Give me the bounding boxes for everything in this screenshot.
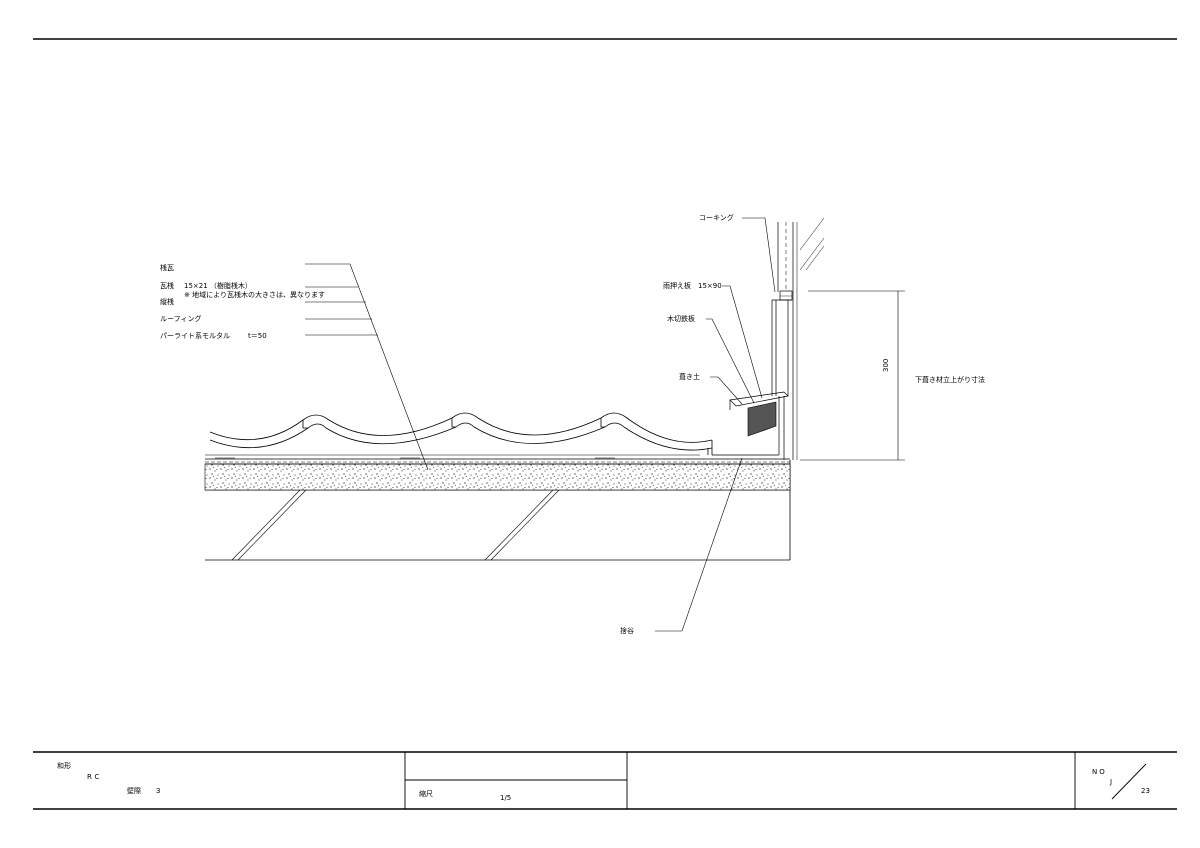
- mortar-layer: [204, 463, 791, 491]
- label-mortar: パーライト系モルタル: [160, 332, 230, 340]
- leader-lines: [305, 217, 776, 632]
- roofing-layers: [205, 454, 790, 465]
- label-counter-batten: 縦桟: [160, 298, 174, 306]
- title-no-label: NO: [1092, 768, 1107, 776]
- title-scale-label: 縮尺: [419, 790, 433, 798]
- label-rain-board: 雨押え板: [663, 282, 691, 290]
- title-structure: RC: [87, 773, 103, 781]
- title-scale-value: 1/5: [500, 794, 512, 802]
- label-fill-soil: 葺き土: [679, 373, 700, 381]
- title-type: 和形: [57, 762, 71, 770]
- dimension-note: 下葺き材立上がり寸法: [915, 376, 985, 384]
- label-tile-type: 桟瓦: [160, 264, 174, 272]
- title-series: J: [1110, 778, 1113, 786]
- label-batten-size: 15×21 （樹脂桟木）: [184, 282, 252, 290]
- label-roofing: ルーフィング: [160, 315, 202, 323]
- title-block-frame: [33, 751, 1177, 810]
- label-batten: 瓦桟: [160, 282, 174, 290]
- wall-flashing: [712, 217, 825, 460]
- title-detail-no: 3: [156, 787, 161, 795]
- label-mortar-thickness: t＝50: [248, 332, 267, 340]
- dimension-value: 300: [882, 358, 890, 372]
- roof-tiles: [209, 412, 713, 455]
- fill-soil: [747, 401, 777, 437]
- title-detail-label: 壁際: [127, 787, 141, 795]
- label-caulking: コーキング: [699, 214, 734, 222]
- label-rain-board-size: 15×90: [698, 282, 722, 290]
- title-sheet-no: 23: [1141, 787, 1150, 795]
- label-batten-note: ※ 地域により瓦桟木の大きさは、異なります: [184, 291, 325, 299]
- label-valley: 捨谷: [620, 627, 634, 635]
- label-wood-plate: 木切鉄板: [667, 315, 695, 323]
- dimension-300: [800, 290, 905, 461]
